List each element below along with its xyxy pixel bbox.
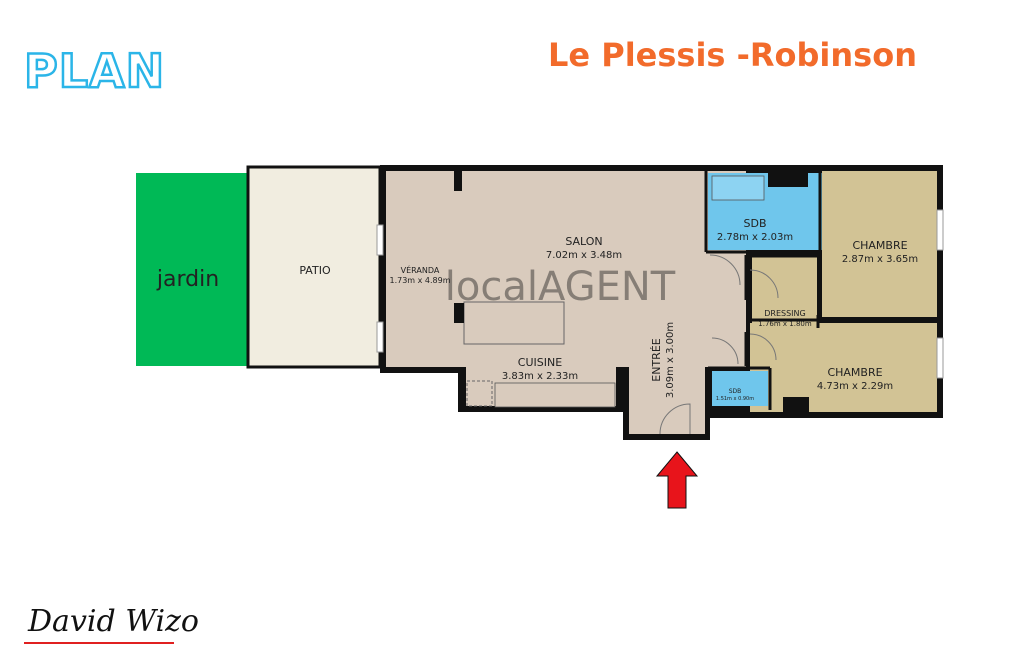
dressing-size: 1.76m x 1.80m — [758, 320, 812, 328]
cuisine-size: 3.83m x 2.33m — [502, 371, 578, 382]
veranda-label: VÉRANDA — [401, 264, 440, 275]
kitchen-counter — [494, 382, 616, 408]
shower — [711, 175, 765, 201]
entree-label: ENTRÉE — [650, 338, 663, 381]
entree-size: 3.09m x 3.00m — [665, 322, 676, 398]
dressing-floor — [752, 257, 817, 327]
signature: David Wizo — [28, 604, 199, 639]
pillar — [454, 171, 462, 191]
salon-label: SALON — [565, 235, 602, 248]
sdb2-size: 1.51m x 0.90m — [716, 396, 754, 402]
watermark: localAGENT — [445, 264, 676, 310]
patio-label: PATIO — [299, 264, 331, 277]
city-title: Le Plessis -Robinson — [548, 36, 917, 74]
plan-title: PLAN — [23, 43, 166, 100]
fridge — [466, 380, 493, 407]
cuisine-label: CUISINE — [518, 356, 562, 369]
jardin-label: jardin — [156, 267, 219, 292]
entree-floor — [629, 300, 705, 434]
chambre2-label: CHAMBRE — [827, 366, 882, 379]
sdb2-floor — [712, 371, 768, 406]
sdb2-label: SDB — [729, 388, 742, 395]
door-swings — [659, 254, 779, 435]
entrance-arrow — [655, 451, 699, 509]
chambre1-label: CHAMBRE — [852, 239, 907, 252]
sdb1-wall-block — [768, 171, 808, 187]
sdb1-size: 2.78m x 2.03m — [717, 232, 793, 243]
chambre2-floor — [750, 323, 937, 412]
jardin-area — [136, 173, 248, 366]
interior-walls — [621, 171, 940, 412]
veranda-size: 1.73m x 4.89m — [389, 276, 450, 285]
chambre2-wall-block — [783, 397, 809, 415]
chambre2-size: 4.73m x 2.29m — [817, 381, 893, 392]
windows — [376, 209, 944, 379]
chambre1-floor — [822, 171, 937, 317]
sdb1-label: SDB — [744, 217, 767, 230]
salon-size: 7.02m x 3.48m — [546, 250, 622, 261]
dressing-label: DRESSING — [764, 309, 805, 318]
kitchen-island — [463, 301, 565, 345]
island-pillar — [454, 303, 464, 323]
signature-underline — [24, 642, 174, 644]
chambre1-size: 2.87m x 3.65m — [842, 254, 918, 265]
